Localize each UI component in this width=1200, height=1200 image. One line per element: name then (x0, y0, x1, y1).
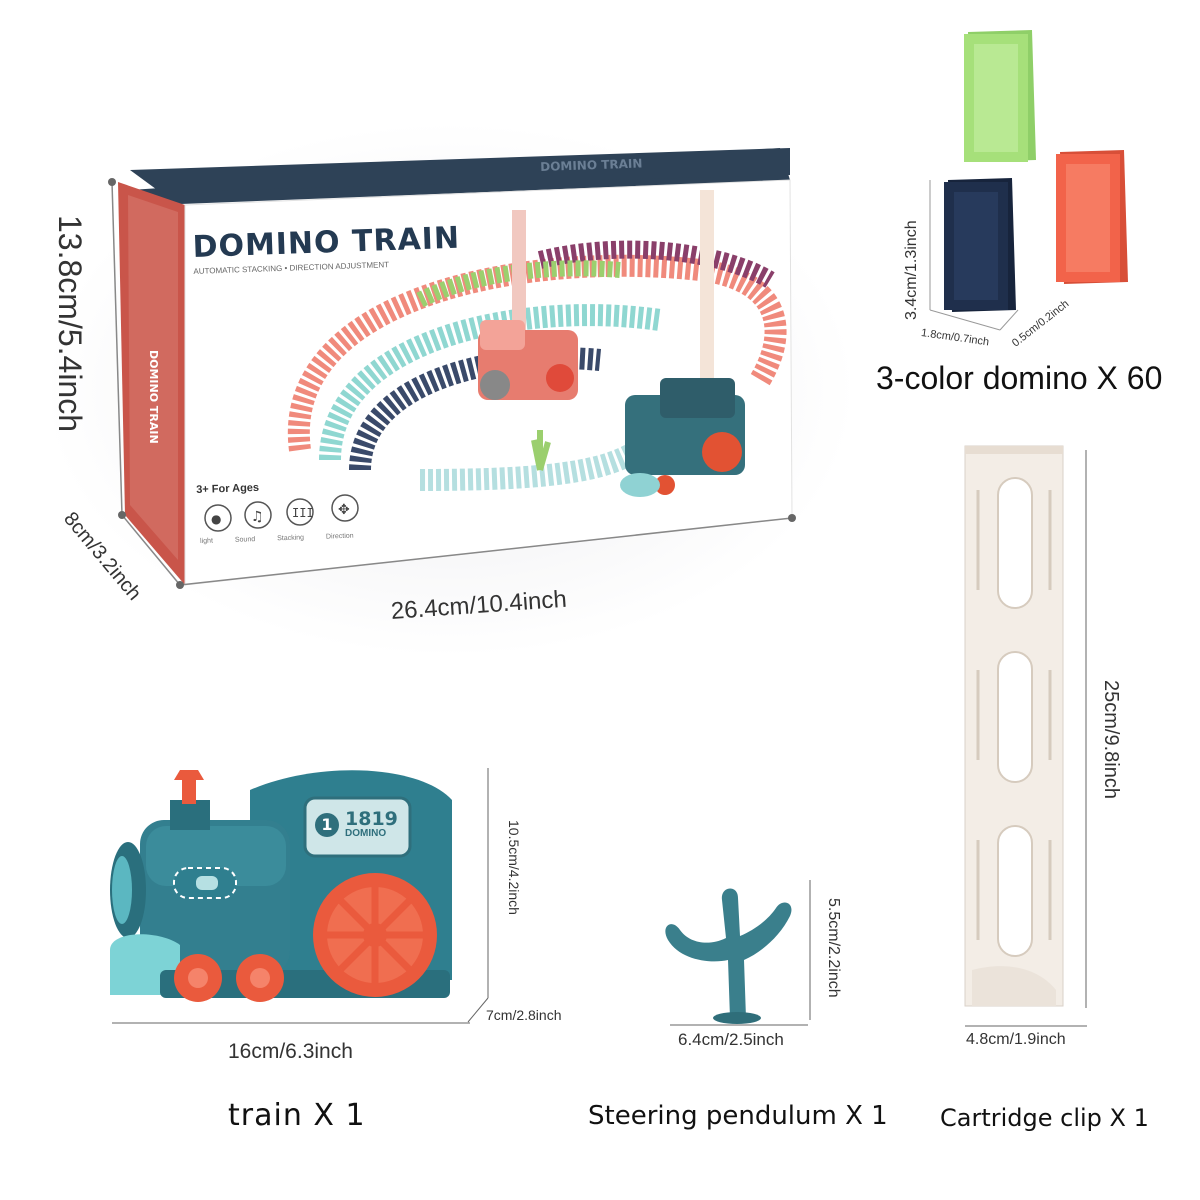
toy-train (110, 768, 489, 1024)
train-caption: train X 1 (228, 1098, 366, 1133)
product-box: ● ♫ III ✥ (108, 148, 796, 589)
clip-window-3 (997, 825, 1033, 957)
box-age-label: 3+ For Ages (196, 481, 260, 496)
train-plate-code: 1819 (345, 808, 398, 830)
clip-width-label: 4.8cm/1.9inch (966, 1031, 1066, 1048)
train-height-label: 10.5cm/4.2inch (506, 820, 522, 915)
feature-label-stacking: Stacking (277, 534, 305, 543)
clip-height-label: 25cm/9.8inch (1100, 680, 1122, 799)
train-whistle (182, 780, 196, 804)
clip-caption: Cartridge clip X 1 (940, 1104, 1149, 1132)
train-plate-subtext: DOMINO (345, 828, 387, 839)
pendulum-cactus (665, 888, 792, 1018)
direction-feature-icon (331, 494, 359, 522)
light-feature-icon (204, 504, 232, 532)
steering-pendulum (665, 880, 811, 1026)
svg-text:III: III (292, 506, 314, 520)
train-depth-label: 7cm/2.8inch (486, 1007, 562, 1023)
domino-height-label: 3.4cm/1.3inch (903, 220, 920, 320)
train-plate-number: 1 (315, 812, 339, 837)
train-number-plate (303, 796, 412, 858)
pendulum-height-label: 5.5cm/2.2inch (825, 898, 842, 998)
feature-label-direction: Direction (325, 532, 354, 541)
train-plate-text: 1 1819 DOMINO (315, 810, 398, 839)
domino-pieces (929, 30, 1128, 331)
svg-text:●: ● (211, 512, 221, 526)
train-length-label: 16cm/6.3inch (228, 1040, 353, 1063)
sound-feature-icon (244, 501, 272, 529)
clip-window-2 (997, 651, 1033, 783)
box-domino-artwork (287, 190, 787, 497)
feature-label-light: light (200, 537, 214, 545)
pendulum-caption: Steering pendulum X 1 (588, 1101, 888, 1131)
feature-label-sound: Sound (234, 536, 256, 544)
svg-text:✥: ✥ (338, 502, 350, 518)
cartridge-clip (964, 445, 1087, 1027)
box-height-label: 13.8cm/5.4inch (52, 215, 88, 433)
box-feature-icons: ● ♫ III ✥ (204, 494, 359, 532)
train-headlight (112, 856, 132, 924)
clip-window-1 (997, 477, 1033, 609)
svg-text:♫: ♫ (251, 509, 264, 525)
pendulum-width-label: 6.4cm/2.5inch (678, 1030, 784, 1049)
domino-caption: 3-color domino X 60 (876, 360, 1163, 396)
stacking-feature-icon (286, 498, 314, 526)
box-side-title: DOMINO TRAIN (147, 350, 160, 444)
